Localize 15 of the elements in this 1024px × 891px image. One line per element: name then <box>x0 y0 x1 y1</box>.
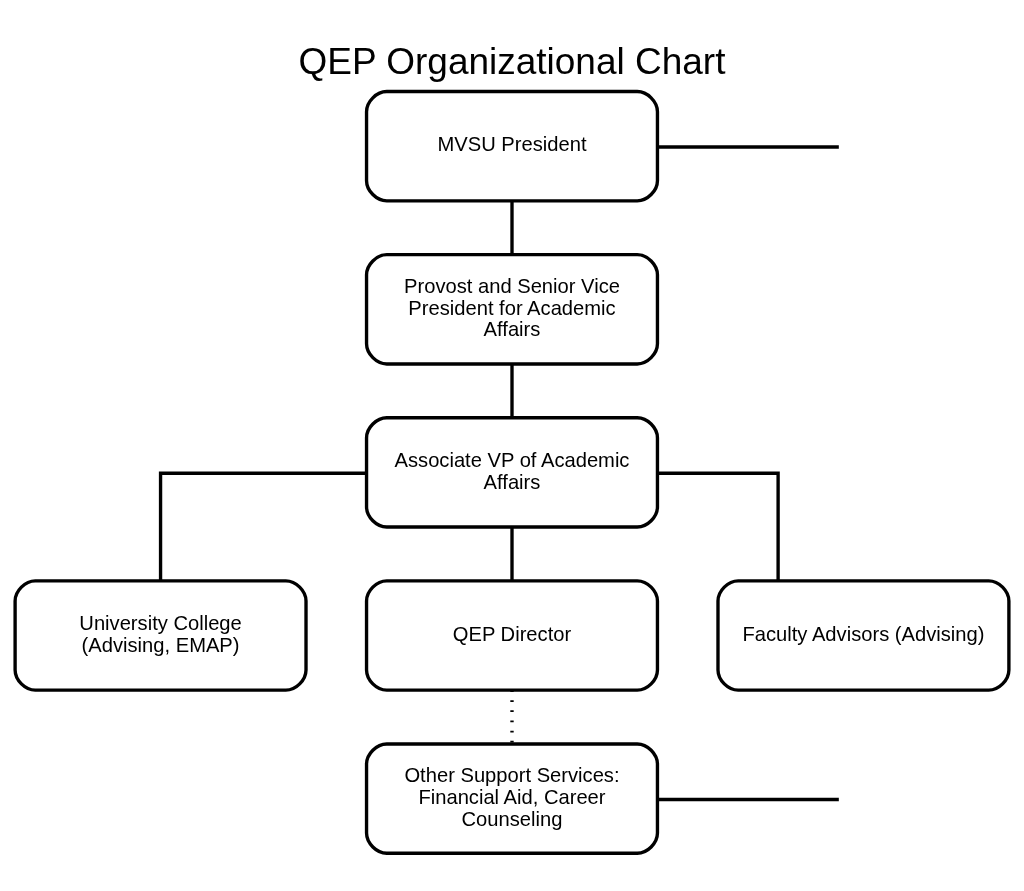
connector <box>510 527 514 581</box>
node-box: Associate VP of Academic Affairs <box>364 416 660 529</box>
connector <box>510 364 514 418</box>
node-box: Faculty Advisors (Advising) <box>716 579 1011 692</box>
node-box: QEP Director <box>364 579 660 692</box>
connector <box>510 200 514 255</box>
node-box: MVSU President <box>364 89 660 203</box>
connector <box>657 797 839 802</box>
node-box: Provost and Senior Vice President for Academic Affairs <box>364 252 660 366</box>
connector <box>657 145 839 149</box>
node-box: University College (Advising, EMAP) <box>13 579 308 692</box>
connector <box>158 471 367 581</box>
connector <box>657 471 780 581</box>
node-box: Other Support Services: Financial Aid, Career Counseling <box>364 742 660 855</box>
diagram-title: QEP Organizational Chart <box>298 41 726 83</box>
